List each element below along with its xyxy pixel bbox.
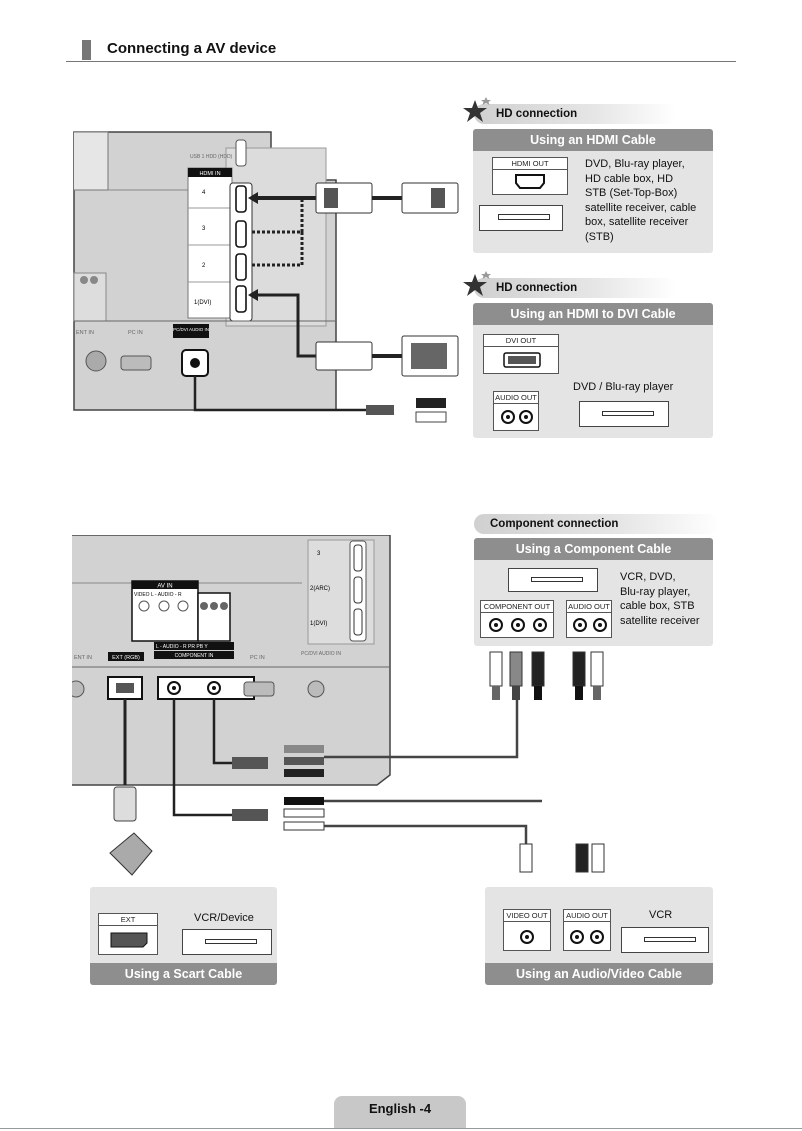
ext-label: EXT bbox=[99, 914, 157, 926]
dvi-out-label: DVI OUT bbox=[484, 335, 558, 347]
usb-label: USB 1 HDD (HDD) bbox=[190, 154, 233, 160]
audio-out-port: AUDIO OUT bbox=[566, 600, 612, 638]
hdmi-desc-line: box, satellite receiver bbox=[585, 216, 689, 228]
av-device-text: VCR bbox=[649, 909, 673, 921]
hdmi-port-4: 4 bbox=[202, 190, 206, 196]
hdmi-port-1: 1(DVI) bbox=[194, 300, 211, 306]
hdmi-port-3: 3 bbox=[202, 226, 206, 232]
footer-divider bbox=[0, 1128, 802, 1129]
component-desc-line: VCR, DVD, bbox=[620, 571, 676, 583]
dvi-device-text: DVD / Blu-ray player bbox=[573, 381, 674, 393]
component-out-port: COMPONENT OUT bbox=[480, 600, 554, 638]
pc-dvi-audio-label: PC/DVI AUDIO IN bbox=[173, 327, 209, 332]
av-panel-title: Using an Audio/Video Cable bbox=[485, 963, 713, 985]
hdmi-desc-line: STB (Set-Top-Box) bbox=[585, 187, 678, 199]
hdmi-in-label: HDMI IN bbox=[199, 171, 220, 177]
audio-out-label: AUDIO OUT bbox=[564, 910, 610, 922]
tv-rear-panel-top: HDMI IN 4 3 2 1(DVI) USB 1 HDD (HDD) ENT… bbox=[73, 131, 459, 423]
hdmi-out-label: HDMI OUT bbox=[493, 158, 567, 170]
video-out-port: VIDEO OUT bbox=[503, 909, 551, 951]
pc-in-label: PC IN bbox=[128, 330, 143, 336]
audio-out-port: AUDIO OUT bbox=[563, 909, 611, 951]
player-device bbox=[508, 568, 598, 592]
vcr-device bbox=[182, 929, 272, 955]
port-2-arc: 2(ARC) bbox=[310, 586, 330, 592]
section-marker bbox=[82, 40, 91, 60]
dvi-panel-title: Using an HDMI to DVI Cable bbox=[473, 303, 713, 325]
ext-rgb-label: EXT (RGB) bbox=[112, 655, 140, 661]
scart-device-text: VCR/Device bbox=[194, 912, 254, 924]
scart-cable-panel: EXT VCR/Device Using a Scart Cable bbox=[90, 887, 277, 985]
hd-connection-tag-2: HD connection bbox=[474, 278, 676, 298]
ent-in-label: ENT IN bbox=[76, 330, 94, 336]
component-panel-title: Using a Component Cable bbox=[474, 538, 713, 560]
hdmi-desc-line: HD cable box, HD bbox=[585, 172, 674, 185]
hdmi-desc-line: (STB) bbox=[585, 230, 614, 243]
component-description: VCR, DVD, Blu-ray player, cable box, STB… bbox=[620, 570, 712, 628]
port-3: 3 bbox=[317, 551, 321, 557]
ext-port: EXT bbox=[98, 913, 158, 955]
hdmi-cable-panel: Using an HDMI Cable HDMI OUT DVD, Blu-ra… bbox=[473, 129, 713, 253]
hdmi-desc-line: satellite receiver, cable bbox=[585, 201, 697, 214]
component-desc-line: cable box, STB bbox=[620, 600, 695, 612]
pc-dvi-audio-label: PC/DVI AUDIO IN bbox=[301, 651, 341, 657]
av-cable-panel: VIDEO OUT AUDIO OUT VCR Using an Audio/V… bbox=[485, 887, 713, 985]
audio-out-port: AUDIO OUT bbox=[493, 391, 539, 431]
component-connection-tag: Component connection bbox=[474, 514, 720, 534]
hdmi-out-port: HDMI OUT bbox=[492, 157, 568, 195]
page-number: English -4 bbox=[334, 1096, 466, 1128]
component-desc-line: satellite receiver bbox=[620, 614, 700, 627]
scart-socket-icon bbox=[110, 932, 148, 948]
component-desc-line: Blu-ray player, bbox=[620, 585, 691, 598]
tv-rear-panel-bottom: 3 2(ARC) 1(DVI) AV IN VIDEO L - AUDIO - … bbox=[72, 535, 542, 876]
star-icon bbox=[463, 97, 491, 122]
hdmi-desc-line: DVD, Blu-ray player, bbox=[585, 158, 685, 170]
scart-panel-title: Using a Scart Cable bbox=[90, 963, 277, 985]
av-in-label: AV IN bbox=[157, 584, 172, 590]
video-out-label: VIDEO OUT bbox=[504, 910, 550, 922]
hdmi-socket-icon bbox=[515, 174, 545, 189]
component-sub: L - AUDIO - R PR PB Y bbox=[156, 644, 208, 650]
port-1-dvi: 1(DVI) bbox=[310, 621, 327, 627]
player-device bbox=[479, 205, 563, 231]
hd-connection-tag-1: HD connection bbox=[474, 104, 676, 124]
audio-out-label: AUDIO OUT bbox=[567, 602, 611, 613]
component-plugs bbox=[489, 651, 604, 700]
dvi-out-port: DVI OUT bbox=[483, 334, 559, 374]
pc-in-label: PC IN bbox=[250, 655, 265, 661]
av-plugs bbox=[519, 843, 605, 873]
vcr-device bbox=[621, 927, 709, 953]
star-icon bbox=[463, 271, 491, 296]
hdmi-panel-title: Using an HDMI Cable bbox=[473, 129, 713, 151]
ent-in-label: ENT IN bbox=[74, 655, 92, 661]
hdmi-port-2: 2 bbox=[202, 263, 206, 269]
hdmi-description: DVD, Blu-ray player, HD cable box, HD ST… bbox=[585, 157, 711, 244]
component-out-label: COMPONENT OUT bbox=[481, 601, 553, 613]
header-divider bbox=[66, 61, 736, 62]
av-in-sub: VIDEO L - AUDIO - R bbox=[134, 592, 182, 598]
hdmi-dvi-panel: Using an HDMI to DVI Cable DVI OUT AUDIO… bbox=[473, 303, 713, 438]
audio-out-label: AUDIO OUT bbox=[494, 393, 538, 404]
player-device bbox=[579, 401, 669, 427]
dvi-socket-icon bbox=[503, 352, 541, 368]
component-in-label: COMPONENT IN bbox=[175, 653, 214, 659]
page-title: Connecting a AV device bbox=[107, 40, 277, 57]
component-cable-panel: Using a Component Cable COMPONENT OUT AU… bbox=[474, 538, 713, 646]
